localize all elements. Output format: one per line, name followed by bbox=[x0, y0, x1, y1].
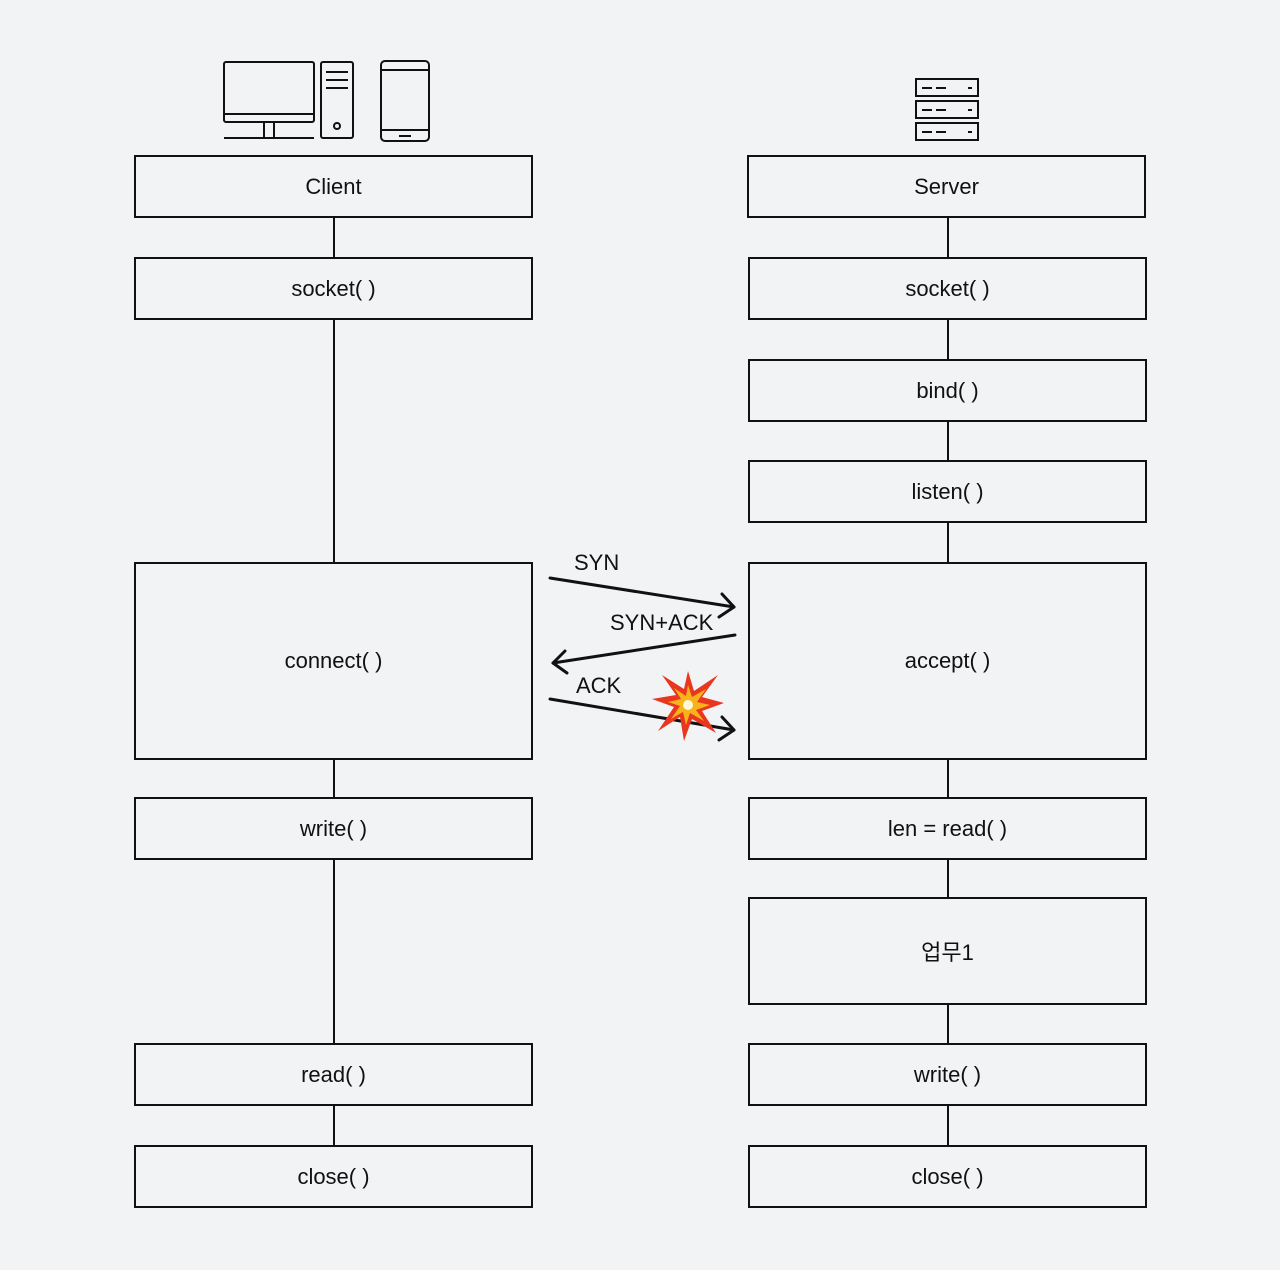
smartphone-icon bbox=[380, 60, 430, 142]
server-socket-step: socket( ) bbox=[748, 257, 1147, 320]
server-accept-step: accept( ) bbox=[748, 562, 1147, 760]
collision-icon bbox=[652, 671, 724, 741]
server-task-step: 업무1 bbox=[748, 897, 1147, 1005]
synack-arrow bbox=[551, 633, 737, 675]
server-listen-step: listen( ) bbox=[748, 460, 1147, 523]
client-close-step: close( ) bbox=[134, 1145, 533, 1208]
server-title: Server bbox=[747, 155, 1146, 218]
server-write-step: write( ) bbox=[748, 1043, 1147, 1106]
server-close-step: close( ) bbox=[748, 1145, 1147, 1208]
client-socket-step: socket( ) bbox=[134, 257, 533, 320]
syn-arrow bbox=[548, 576, 736, 619]
client-connect-step: connect( ) bbox=[134, 562, 533, 760]
client-write-step: write( ) bbox=[134, 797, 533, 860]
server-read-step: len = read( ) bbox=[748, 797, 1147, 860]
synack-label: SYN+ACK bbox=[610, 610, 714, 635]
server-bind-step: bind( ) bbox=[748, 359, 1147, 422]
ack-label: ACK bbox=[576, 673, 622, 698]
desktop-computer-icon bbox=[223, 61, 354, 139]
client-title: Client bbox=[134, 155, 533, 218]
server-rack-icon bbox=[915, 78, 979, 141]
syn-label: SYN bbox=[574, 550, 620, 575]
client-read-step: read( ) bbox=[134, 1043, 533, 1106]
